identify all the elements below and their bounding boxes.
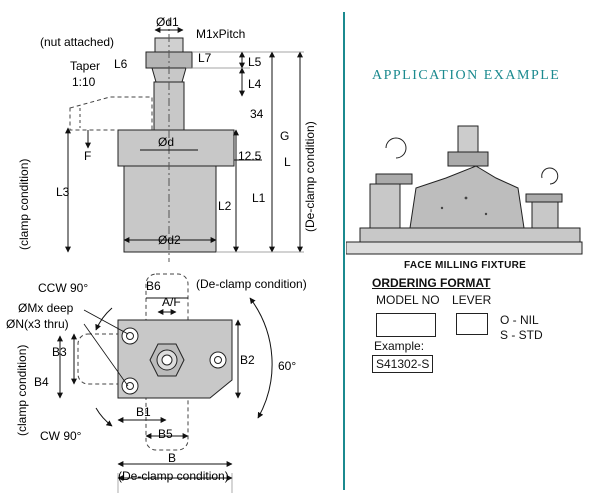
face-milling-fixture-illustration — [346, 125, 583, 255]
example-value: S41302-S — [372, 355, 434, 373]
lever-outline — [69, 96, 153, 131]
label-l6: L6 — [114, 57, 128, 71]
label-cw: CW 90° — [40, 429, 82, 443]
side-view-drawing: Ød1 M1xPitch (nut attached) Taper 1:10 L… — [17, 15, 317, 262]
label-declamp-side: (De-clamp condition) — [303, 121, 317, 232]
application-caption: FACE MILLING FIXTURE — [404, 260, 527, 271]
label-b3: B3 — [52, 345, 67, 359]
label-l7: L7 — [198, 51, 212, 65]
label-l2: L2 — [218, 199, 232, 213]
lever-box — [456, 313, 488, 335]
label-b1: B1 — [136, 405, 151, 419]
label-60: 60° — [278, 359, 296, 373]
label-taper: Taper — [70, 59, 100, 73]
application-title: APPLICATION EXAMPLE — [372, 68, 561, 83]
label-clamp-side: (clamp condition) — [17, 159, 31, 250]
label-od: Ød — [158, 135, 174, 149]
label-af: A/F — [162, 295, 181, 309]
label-b6: B6 — [146, 279, 161, 293]
label-b4: B4 — [34, 375, 49, 389]
label-l4: L4 — [248, 77, 262, 91]
example-label: Example: — [374, 339, 425, 353]
label-clamp-top: (clamp condition) — [15, 345, 29, 436]
model-no-label: MODEL NO — [376, 293, 440, 307]
label-ccw: CCW 90° — [38, 281, 88, 295]
label-declamp-top: (De-clamp condition) — [196, 277, 307, 291]
label-b2: B2 — [240, 353, 255, 367]
label-f: F — [84, 149, 91, 163]
label-l1: L1 — [252, 191, 266, 205]
lever-label: LEVER — [452, 293, 492, 307]
workpiece — [409, 165, 525, 229]
label-g: G — [280, 129, 289, 143]
label-m1-pitch: M1xPitch — [196, 27, 245, 41]
label-od2: Ød2 — [158, 233, 181, 247]
option-std: S - STD — [500, 328, 543, 342]
label-declamp-bottom: (De-clamp condition) — [118, 469, 229, 483]
section-divider — [343, 12, 345, 490]
flange — [117, 129, 235, 167]
label-nut-attached: (nut attached) — [40, 35, 114, 49]
label-l: L — [284, 155, 291, 169]
label-34: 34 — [250, 107, 264, 121]
label-l5: L5 — [248, 55, 262, 69]
label-od1: Ød1 — [156, 15, 179, 29]
top-view-drawing: CCW 90° ØMx deep ØN(x3 thru) B6 A/F (De-… — [6, 273, 307, 493]
label-taper-ratio: 1:10 — [72, 75, 96, 89]
milling-cutter — [447, 151, 489, 167]
ordering-format-title: ORDERING FORMAT — [372, 276, 491, 290]
model-no-box — [376, 313, 436, 337]
label-l3: L3 — [56, 185, 70, 199]
label-on-thru: ØN(x3 thru) — [6, 317, 69, 331]
label-b5: B5 — [158, 427, 173, 441]
option-nil: O - NIL — [500, 313, 539, 327]
label-b: B — [168, 451, 176, 465]
label-omx-deep: ØMx deep — [18, 301, 74, 315]
label-12-5: 12.5 — [238, 149, 262, 163]
